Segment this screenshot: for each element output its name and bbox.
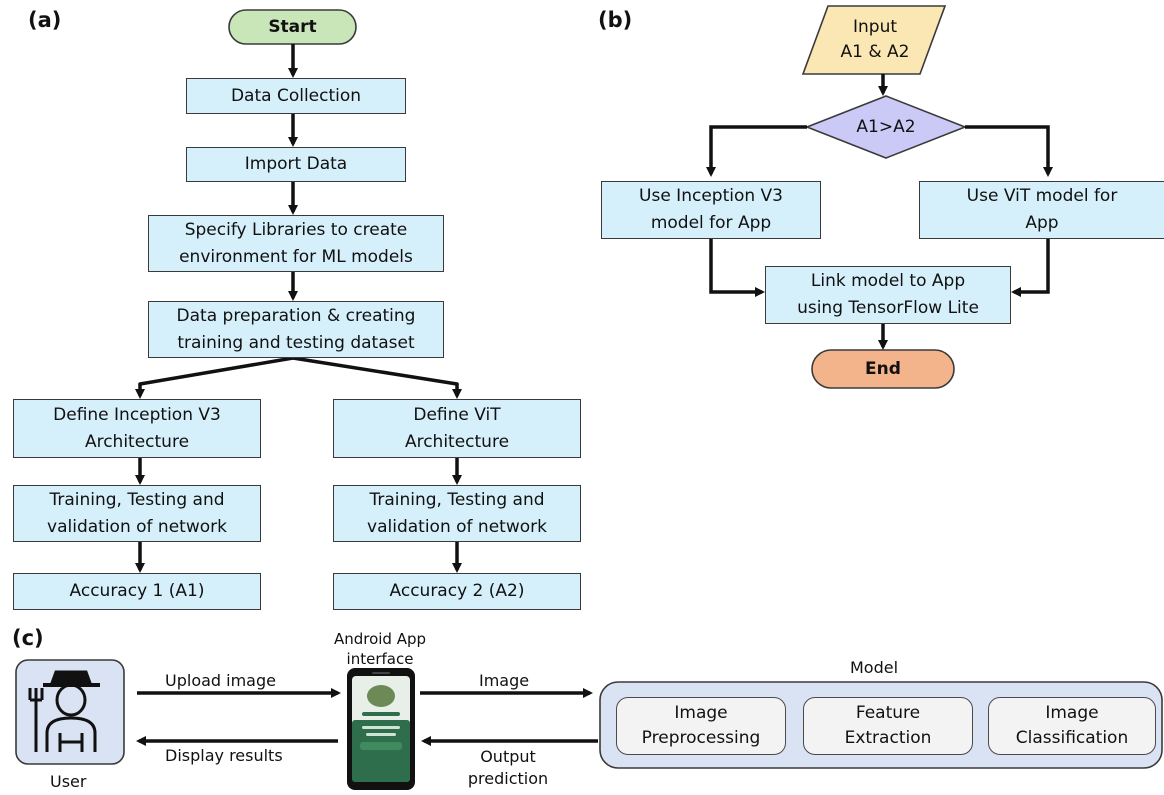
arrow-decision-to-inception <box>706 125 807 177</box>
feature-extraction-box: Feature Extraction <box>803 697 973 755</box>
user-label: User <box>50 772 87 791</box>
training-right-text: Training, Testing and validation of netw… <box>367 489 547 537</box>
arrow-preparation-to-inception <box>138 356 295 386</box>
input-label: Input A1 & A2 <box>815 8 935 72</box>
training-left-text: Training, Testing and validation of netw… <box>47 489 227 537</box>
display-results-label: Display results <box>165 746 283 765</box>
output-prediction-label: Output prediction <box>448 745 568 791</box>
image-classification-text: Image Classification <box>1015 703 1129 748</box>
link-model-text: Link model to App using TensorFlow Lite <box>797 271 979 318</box>
image-classification-box: Image Classification <box>988 697 1156 755</box>
data-collection-box: Data Collection <box>186 78 406 114</box>
image-preprocessing-box: Image Preprocessing <box>616 697 786 755</box>
farmer-icon <box>28 670 100 752</box>
panel-label-c: (c) <box>12 626 44 650</box>
android-app-text: Android App interface <box>333 630 427 668</box>
define-vit-text: Define ViT Architecture <box>404 404 510 452</box>
image-preprocessing-text: Image Preprocessing <box>641 703 761 748</box>
accuracy-1-box: Accuracy 1 (A1) <box>13 573 261 610</box>
arrow-preparation-to-vit <box>291 356 459 386</box>
input-text: Input A1 & A2 <box>840 17 910 62</box>
arrow-vit-to-link <box>1011 239 1050 297</box>
input-parallelogram <box>801 5 947 75</box>
decision-text: A1>A2 <box>856 117 916 137</box>
use-vit-box: Use ViT model for App <box>919 181 1164 239</box>
end-label: End <box>812 350 954 388</box>
start-text: Start <box>268 17 317 37</box>
import-data-box: Import Data <box>186 147 406 182</box>
specify-libraries-text: Specify Libraries to create environment … <box>179 219 413 267</box>
define-inception-text: Define Inception V3 Architecture <box>53 404 221 452</box>
specify-libraries-box: Specify Libraries to create environment … <box>148 215 444 272</box>
image-label: Image <box>479 671 530 690</box>
use-inception-box: Use Inception V3 model for App <box>601 181 821 239</box>
android-app-label: Android App interface <box>310 627 450 671</box>
panel-label-b: (b) <box>598 8 633 32</box>
feature-extraction-text: Feature Extraction <box>844 703 932 748</box>
arrow-decision-to-vit <box>965 125 1053 177</box>
accuracy-1-text: Accuracy 1 (A1) <box>69 581 205 601</box>
use-inception-text: Use Inception V3 model for App <box>639 186 783 233</box>
define-vit-box: Define ViT Architecture <box>333 399 581 458</box>
end-text: End <box>865 359 901 379</box>
android-phone-icon <box>347 668 415 790</box>
accuracy-2-text: Accuracy 2 (A2) <box>389 581 525 601</box>
model-title: Model <box>850 658 899 677</box>
output-prediction-text: Output prediction <box>467 747 549 788</box>
data-collection-text: Data Collection <box>230 85 362 106</box>
use-vit-text: Use ViT model for App <box>966 186 1118 233</box>
training-left-box: Training, Testing and validation of netw… <box>13 485 261 542</box>
upload-image-label: Upload image <box>165 671 276 690</box>
start-label: Start <box>229 10 356 44</box>
training-right-box: Training, Testing and validation of netw… <box>333 485 581 542</box>
import-data-text: Import Data <box>244 154 348 174</box>
accuracy-2-box: Accuracy 2 (A2) <box>333 573 581 610</box>
data-preparation-box: Data preparation & creating training and… <box>148 301 444 358</box>
define-inception-box: Define Inception V3 Architecture <box>13 399 261 458</box>
panel-label-a: (a) <box>28 8 62 32</box>
arrow-inception-to-link <box>709 239 765 297</box>
decision-label: A1>A2 <box>826 112 946 142</box>
data-preparation-text: Data preparation & creating training and… <box>176 305 416 353</box>
link-model-box: Link model to App using TensorFlow Lite <box>765 266 1011 324</box>
end-terminal <box>811 349 955 389</box>
